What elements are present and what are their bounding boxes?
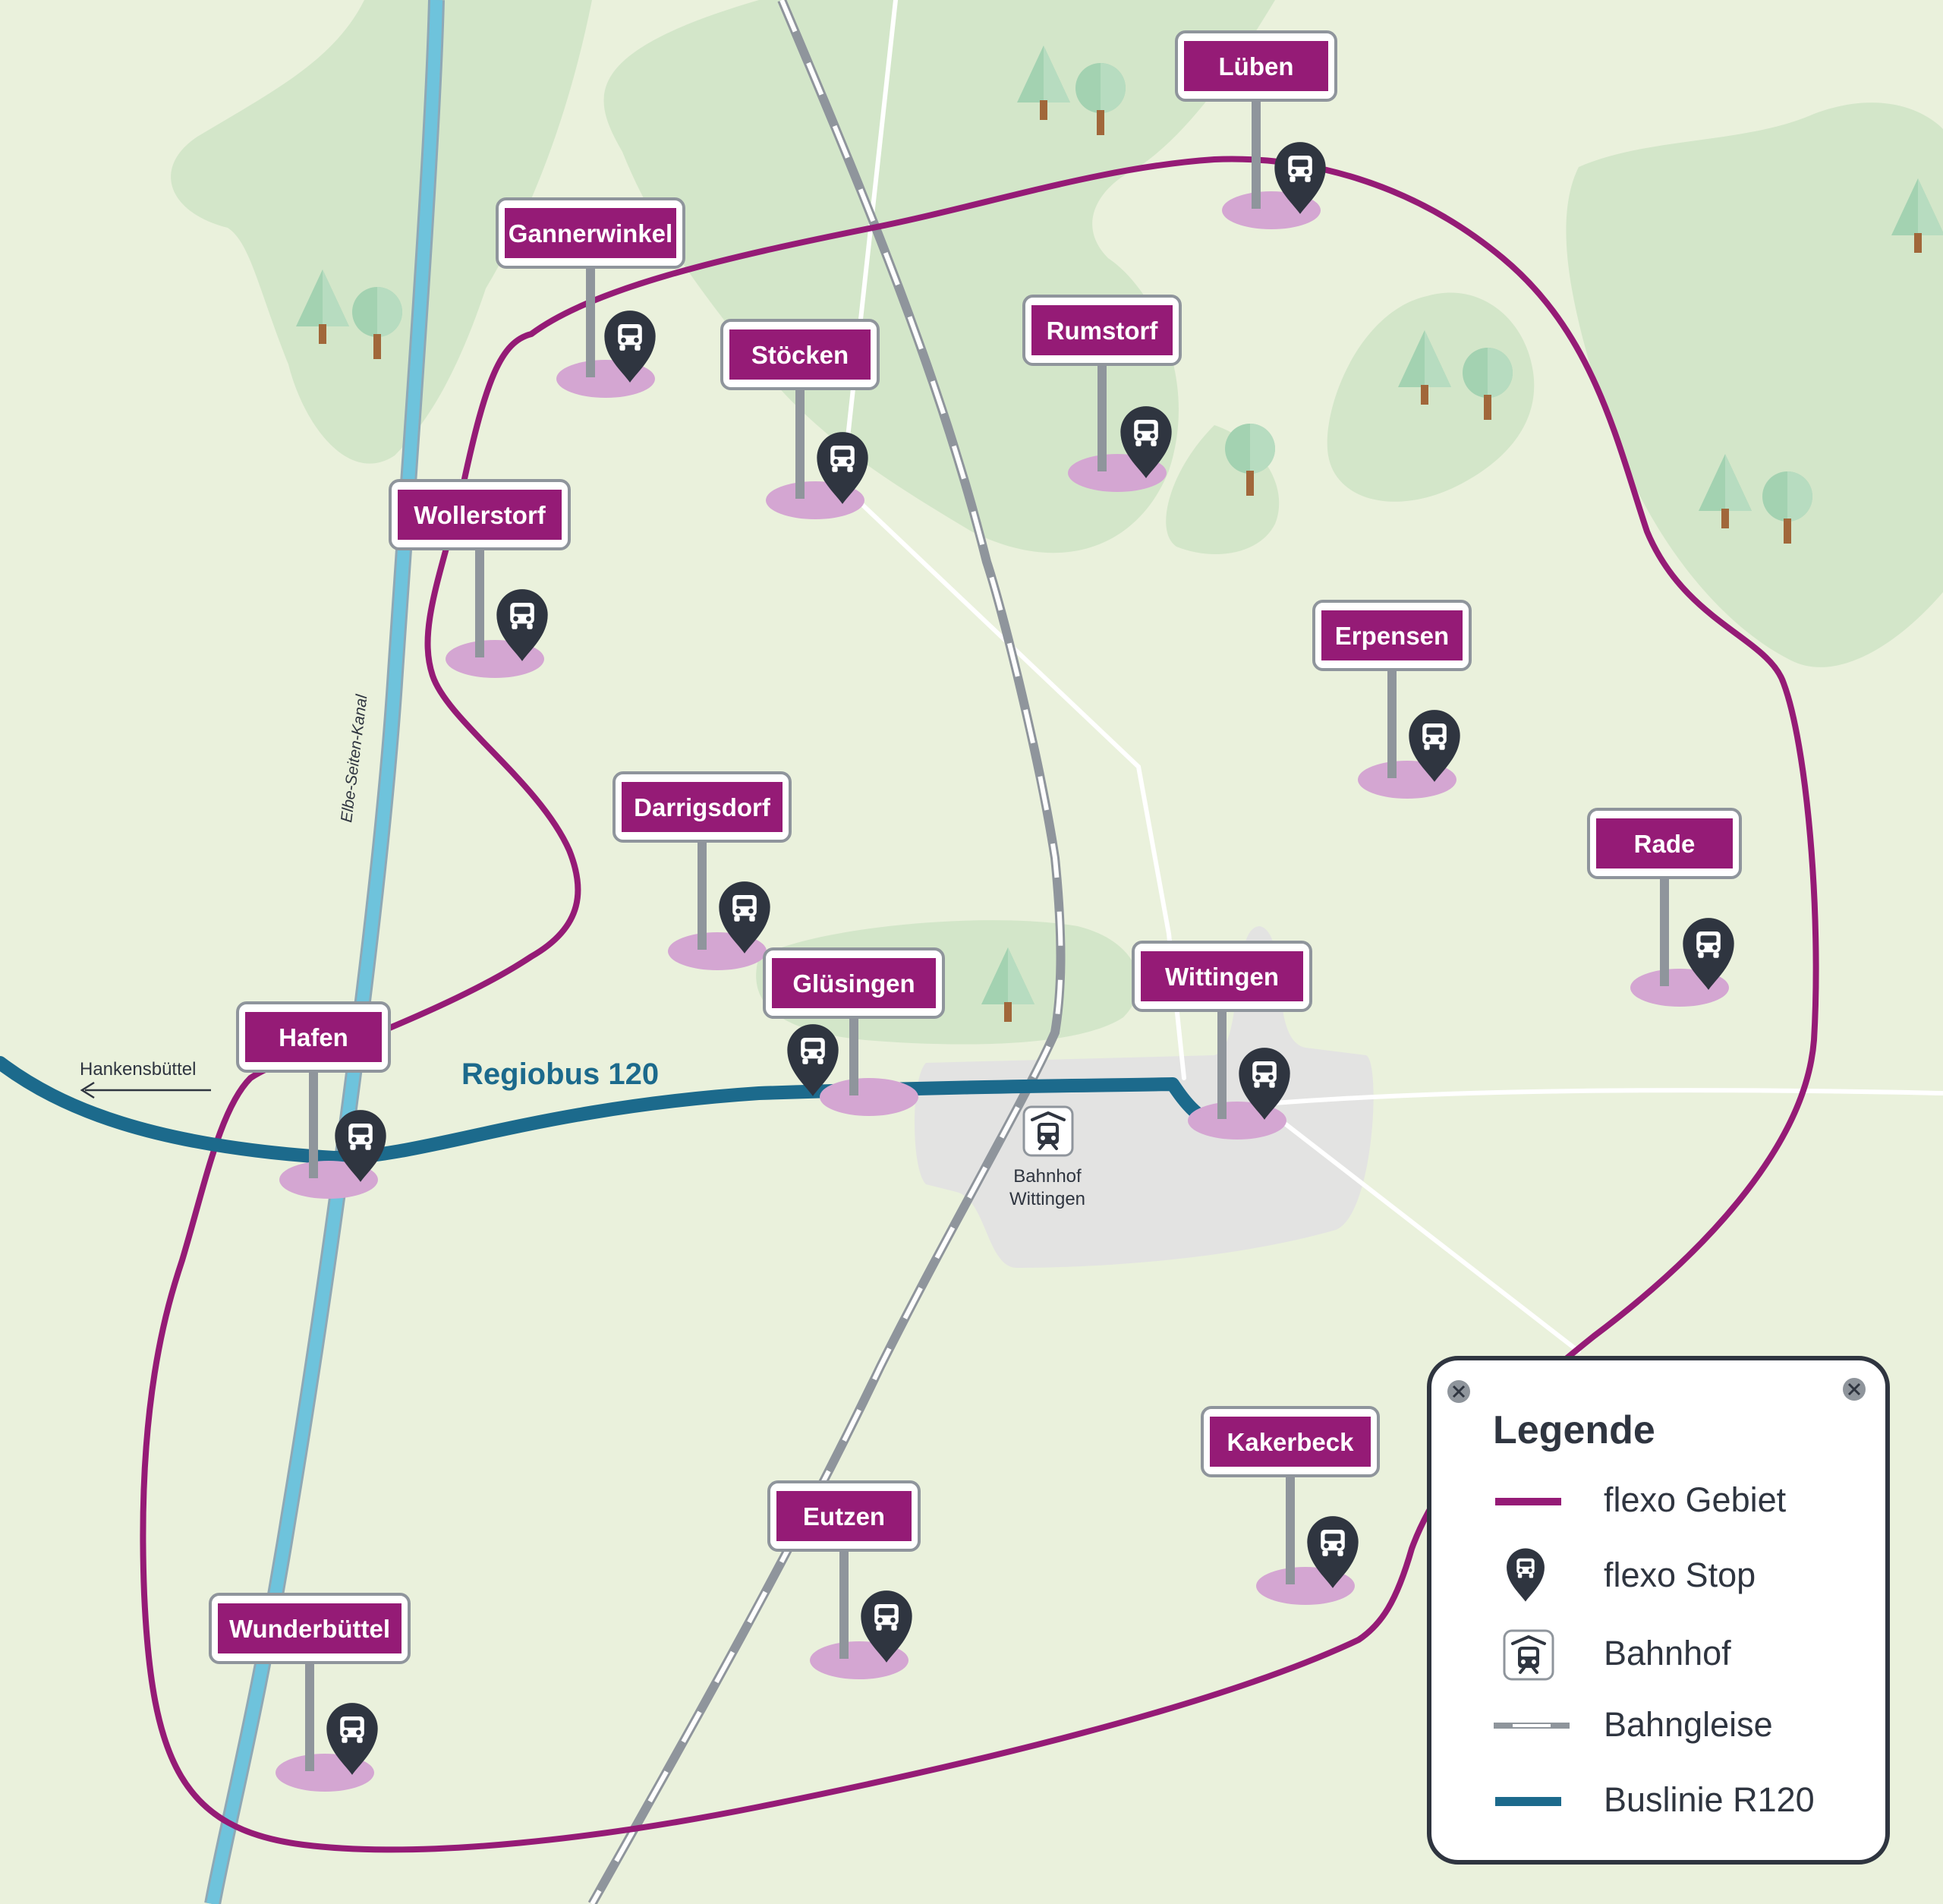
place-stop[interactable]: Rumstorf <box>1022 295 1182 492</box>
sign-panel <box>772 958 936 1008</box>
direction-label: Hankensbüttel <box>80 1059 196 1080</box>
flexo-area-boundary <box>140 156 1819 1853</box>
legend-item-label: Buslinie R120 <box>1604 1780 1815 1819</box>
legend-item-label: flexo Gebiet <box>1604 1480 1787 1519</box>
sign-panel <box>1031 305 1173 355</box>
place-stop[interactable]: Lüben <box>1175 30 1337 229</box>
place-name: Darrigsdorf <box>634 793 771 821</box>
train-station-icon <box>1022 1105 1074 1157</box>
place-name: Glüsingen <box>792 969 915 998</box>
stop-shadow <box>820 1078 918 1116</box>
place-name: Eutzen <box>803 1502 885 1530</box>
place-stop[interactable]: Erpensen <box>1312 600 1472 799</box>
sign-post <box>1217 999 1227 1119</box>
sign-post <box>309 1060 318 1178</box>
place-name: Lüben <box>1219 52 1294 80</box>
station-label-line1: Bahnhof <box>1013 1166 1082 1187</box>
sign-post <box>1387 658 1397 778</box>
forest-areas <box>171 0 1943 1045</box>
place-name: Rumstorf <box>1047 317 1159 345</box>
place-stop[interactable]: Gannerwinkel <box>496 197 685 398</box>
sign-post <box>305 1651 314 1771</box>
direction-arrow-head <box>80 1081 95 1099</box>
place-stop[interactable]: Wittingen <box>1132 941 1312 1140</box>
sign-panel <box>505 208 676 258</box>
place-name: Wollerstorf <box>414 501 546 529</box>
sign-post <box>698 830 707 950</box>
legend-item-label: Bahngleise <box>1604 1705 1773 1744</box>
place-name: Gannerwinkel <box>509 219 672 247</box>
sign-panel <box>1141 951 1303 1001</box>
place-name: Hafen <box>279 1023 348 1051</box>
sign-post <box>795 377 805 499</box>
sign-panel <box>1184 41 1328 91</box>
canal <box>204 0 445 1904</box>
legend: Legende flexo Gebiet flexo Stop Bahnhof … <box>1427 1356 1890 1865</box>
bus-line-r120 <box>0 1056 1236 1165</box>
legend-item-label: flexo Stop <box>1604 1556 1756 1594</box>
place-stop[interactable]: Darrigsdorf <box>613 771 792 970</box>
place-stop[interactable]: Wollerstorf <box>389 479 571 678</box>
sign-post <box>1660 866 1669 986</box>
train-station-icon <box>1503 1629 1554 1681</box>
sign-panel <box>622 782 783 832</box>
sign-panel <box>1596 818 1733 868</box>
place-stop[interactable]: Stöcken <box>720 319 880 519</box>
sign-post <box>475 537 484 657</box>
sign-panel <box>729 329 871 380</box>
bus-line-label: Regiobus 120 <box>461 1058 659 1091</box>
place-name: Wunderbüttel <box>229 1615 390 1643</box>
legend-title: Legende <box>1493 1408 1655 1452</box>
place-name: Wittingen <box>1165 963 1279 991</box>
sign-panel <box>776 1491 912 1541</box>
place-stop[interactable]: Kakerbeck <box>1201 1406 1380 1605</box>
sign-panel <box>1210 1417 1371 1467</box>
sign-panel <box>218 1603 402 1653</box>
sign-post <box>1252 89 1261 209</box>
place-stop[interactable]: Rade <box>1587 808 1742 1007</box>
legend-item-label: Bahnhof <box>1604 1634 1731 1672</box>
sign-post <box>839 1539 849 1659</box>
place-stop[interactable]: Eutzen <box>767 1480 921 1679</box>
sign-panel <box>1321 610 1463 660</box>
legend-box <box>1427 1356 1890 1865</box>
close-icon[interactable] <box>1447 1380 1470 1403</box>
place-stop[interactable]: Wunderbüttel <box>209 1593 411 1792</box>
place-name: Erpensen <box>1335 622 1449 650</box>
place-name: Rade <box>1634 830 1696 858</box>
sign-panel <box>245 1012 382 1062</box>
place-name: Stöcken <box>751 341 849 369</box>
place-stop[interactable]: Hafen <box>236 1001 391 1199</box>
station-label-line2: Wittingen <box>1009 1189 1085 1209</box>
place-name: Kakerbeck <box>1227 1428 1355 1456</box>
sign-post <box>586 256 595 377</box>
close-icon[interactable] <box>1843 1378 1866 1401</box>
sign-post <box>849 1006 858 1095</box>
place-stop[interactable]: Glüsingen <box>763 947 945 1116</box>
sign-post <box>1097 353 1107 471</box>
sign-panel <box>398 490 562 540</box>
sign-post <box>1286 1464 1295 1584</box>
